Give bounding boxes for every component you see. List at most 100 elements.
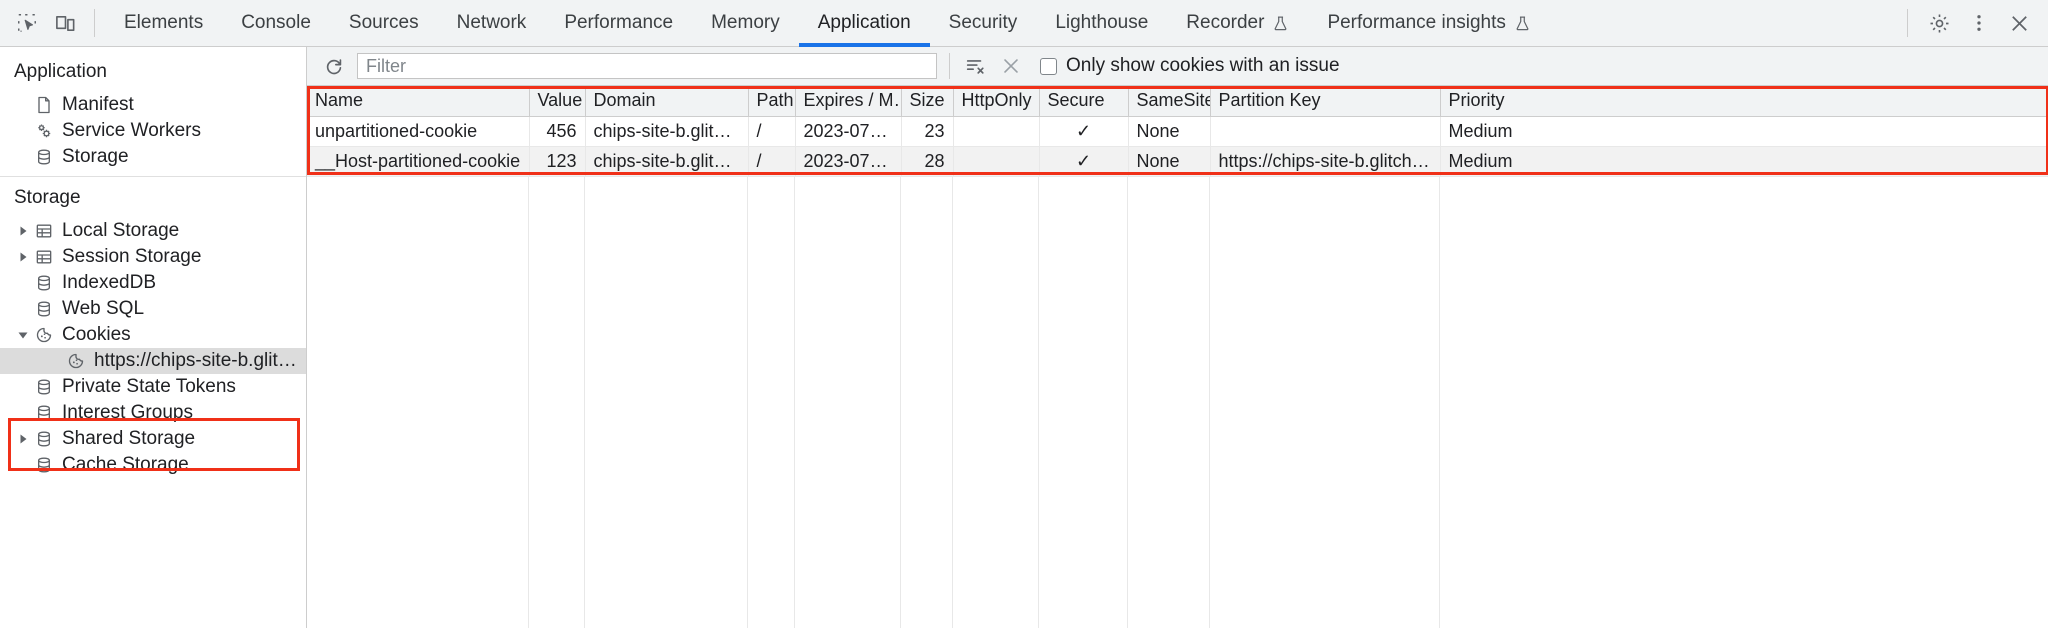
filler-column [795, 177, 901, 628]
sidebar-item-indexeddb[interactable]: IndexedDB [0, 270, 306, 296]
column-header-domain[interactable]: Domain [585, 86, 749, 117]
column-header-samesite[interactable]: SameSite [1128, 86, 1211, 117]
sidebar-item-cookies[interactable]: Cookies [0, 322, 306, 348]
tab-security[interactable]: Security [930, 0, 1037, 47]
tab-recorder[interactable]: Recorder [1167, 0, 1308, 47]
cell-secure[interactable]: ✓ [1039, 116, 1129, 147]
sidebar-section-title-storage: Storage [14, 187, 81, 208]
tab-console[interactable]: Console [222, 0, 330, 47]
sidebar-divider [0, 176, 306, 177]
tab-elements[interactable]: Elements [105, 0, 222, 47]
toolbar-divider [94, 9, 95, 37]
tab-memory[interactable]: Memory [692, 0, 799, 47]
filler-column [585, 177, 748, 628]
sidebar-item-web-sql[interactable]: Web SQL [0, 296, 306, 322]
sidebar-item-service-workers[interactable]: Service Workers [0, 118, 306, 144]
column-header-name[interactable]: Name [307, 86, 530, 117]
filler-column [1128, 177, 1210, 628]
sidebar-item-private-state-tokens[interactable]: Private State Tokens [0, 374, 306, 400]
filler-column [1210, 177, 1440, 628]
cell-value[interactable]: 456 [529, 116, 586, 147]
cell-expires-m[interactable]: 2023-07-07… [795, 116, 902, 147]
cell-name[interactable]: unpartitioned-cookie [307, 116, 530, 147]
tab-lighthouse[interactable]: Lighthouse [1036, 0, 1167, 47]
cell-expires-m[interactable]: 2023-07-07… [795, 146, 902, 177]
column-header-httponly[interactable]: HttpOnly [953, 86, 1040, 117]
table-grid-icon [32, 247, 56, 267]
service-workers-gears-icon [32, 121, 56, 141]
column-header-expires-m[interactable]: Expires / M… [795, 86, 902, 117]
sidebar-item-label: Manifest [62, 94, 134, 115]
twisty-collapsed-icon[interactable] [14, 433, 32, 445]
twisty-collapsed-icon[interactable] [14, 225, 32, 237]
tab-sources[interactable]: Sources [330, 0, 438, 47]
column-header-value[interactable]: Value [529, 86, 586, 117]
cookie-icon [32, 325, 56, 345]
cell-domain[interactable]: chips-site-b.glitch.me [585, 146, 749, 177]
tab-label: Performance insights [1327, 12, 1506, 33]
cell-priority[interactable]: Medium [1440, 146, 2048, 177]
column-header-partition-key[interactable]: Partition Key [1210, 86, 1441, 117]
tab-performance-insights[interactable]: Performance insights [1308, 0, 1549, 47]
cell-path[interactable]: / [748, 146, 796, 177]
cell-partition-key[interactable] [1210, 116, 1441, 147]
sidebar-item-manifest[interactable]: Manifest [0, 92, 306, 118]
twisty-expanded-icon[interactable] [14, 329, 32, 341]
cell-domain[interactable]: chips-site-b.glitch.me [585, 116, 749, 147]
database-icon [32, 403, 56, 423]
filler-column [953, 177, 1039, 628]
tab-performance[interactable]: Performance [545, 0, 692, 47]
cell-size[interactable]: 28 [901, 146, 954, 177]
cell-partition-key[interactable]: https://chips-site-b.glitch.me [1210, 146, 1441, 177]
database-icon [32, 377, 56, 397]
cell-size[interactable]: 23 [901, 116, 954, 147]
cell-samesite[interactable]: None [1128, 146, 1211, 177]
sidebar-item-interest-groups[interactable]: Interest Groups [0, 400, 306, 426]
sidebar-item-cache-storage[interactable]: Cache Storage [0, 452, 306, 478]
only-issues-checkbox[interactable] [1040, 57, 1057, 75]
sidebar-item-https-chips-site-b-glitch-me[interactable]: https://chips-site-b.glitch.me [0, 348, 306, 374]
sidebar-item-label: Cookies [62, 324, 131, 345]
sidebar-item-session-storage[interactable]: Session Storage [0, 244, 306, 270]
clear-all-cookies-icon[interactable] [998, 53, 1024, 79]
cell-secure[interactable]: ✓ [1039, 146, 1129, 177]
cell-name[interactable]: __Host-partitioned-cookie [307, 146, 530, 177]
clear-filtered-cookies-icon[interactable] [962, 53, 988, 79]
cell-httponly[interactable] [953, 146, 1040, 177]
column-header-path[interactable]: Path [748, 86, 796, 117]
close-devtools-icon[interactable] [2000, 4, 2038, 42]
tab-network[interactable]: Network [438, 0, 546, 47]
cell-samesite[interactable]: None [1128, 116, 1211, 147]
sidebar-item-label: https://chips-site-b.glitch.me [94, 350, 306, 371]
device-toolbar-icon[interactable] [46, 4, 84, 42]
more-options-icon[interactable] [1960, 4, 1998, 42]
tab-label: Application [817, 12, 911, 33]
cell-path[interactable]: / [748, 116, 796, 147]
twisty-collapsed-icon[interactable] [14, 251, 32, 263]
tab-application[interactable]: Application [798, 0, 930, 47]
sidebar-item-label: Interest Groups [62, 402, 193, 423]
cell-value[interactable]: 123 [529, 146, 586, 177]
sidebar-item-local-storage[interactable]: Local Storage [0, 218, 306, 244]
only-issues-label: Only show cookies with an issue [1066, 55, 1340, 76]
only-issues-checkbox-row[interactable]: Only show cookies with an issue [1040, 55, 1340, 77]
refresh-icon[interactable] [321, 53, 347, 79]
tab-label: Sources [348, 12, 419, 33]
cell-httponly[interactable] [953, 116, 1040, 147]
column-header-size[interactable]: Size [901, 86, 954, 117]
sidebar-item-label: Local Storage [62, 220, 180, 241]
cell-priority[interactable]: Medium [1440, 116, 2048, 147]
filter-input[interactable] [357, 53, 937, 79]
inspect-element-icon[interactable] [8, 4, 46, 42]
column-header-secure[interactable]: Secure [1039, 86, 1129, 117]
sidebar-item-storage[interactable]: Storage [0, 144, 306, 170]
sidebar-item-shared-storage[interactable]: Shared Storage [0, 426, 306, 452]
column-header-priority[interactable]: Priority [1440, 86, 2048, 117]
settings-gear-icon[interactable] [1920, 4, 1958, 42]
